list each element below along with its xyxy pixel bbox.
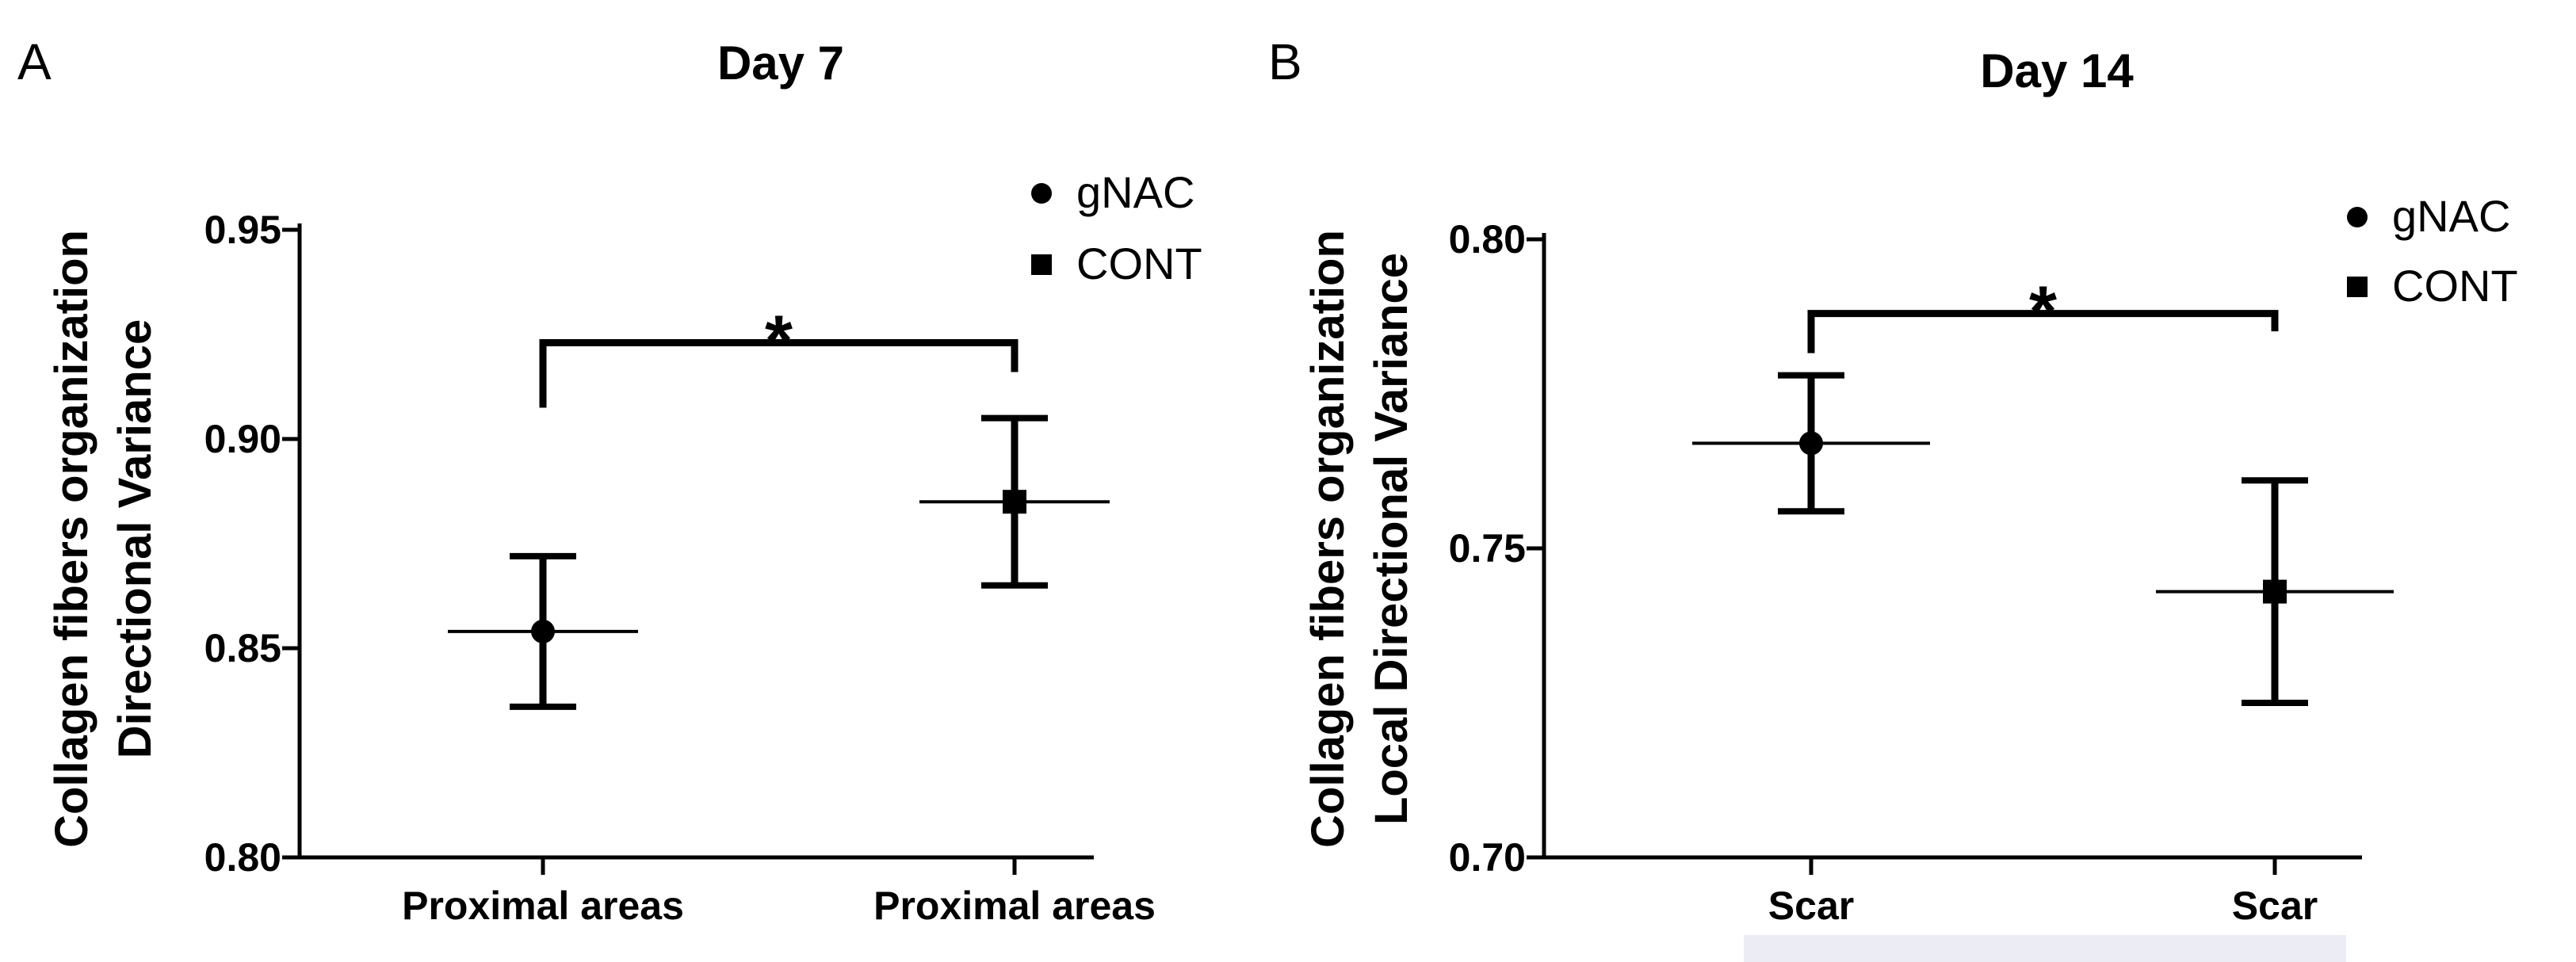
bottom-shade-bar: [1744, 935, 2346, 962]
panel-letter: A: [17, 33, 52, 90]
x-category-label: Scar: [1768, 884, 1854, 928]
y-tick-label: 0.70: [1449, 835, 1526, 880]
y-tick-label: 0.90: [204, 417, 281, 461]
data-point-circle: [1799, 431, 1823, 456]
legend-label: CONT: [1076, 239, 1202, 288]
data-point-square: [2263, 579, 2287, 604]
legend-marker-circle: [2347, 207, 2368, 227]
y-tick-label: 0.80: [204, 835, 281, 880]
y-tick-label: 0.95: [204, 208, 281, 252]
y-tick-label: 0.75: [1449, 526, 1526, 571]
legend-marker-circle: [1031, 183, 1052, 204]
data-point-square: [1003, 490, 1026, 514]
legend-marker-square: [1031, 254, 1052, 275]
panel-letter: B: [1268, 33, 1302, 90]
y-axis-label-line: Local Directional Variance: [1366, 253, 1417, 825]
x-category-label: Scar: [2232, 884, 2318, 928]
significance-asterisk: *: [2029, 273, 2057, 352]
x-category-label: Proximal areas: [402, 884, 684, 928]
legend-label: gNAC: [1076, 167, 1194, 217]
legend-label: gNAC: [2392, 191, 2510, 241]
y-axis-label-line: Directional Variance: [109, 319, 161, 758]
chart-title: Day 14: [1980, 44, 2134, 97]
y-axis-label-line: Collagen fibers organization: [46, 230, 97, 848]
y-axis-label-line: Collagen fibers organization: [1302, 230, 1354, 848]
y-tick-label: 0.85: [204, 626, 281, 670]
significance-asterisk: *: [765, 302, 793, 381]
chart-title: Day 7: [717, 36, 844, 90]
significance-bracket: [539, 339, 1019, 408]
data-point-circle: [531, 619, 555, 643]
x-category-label: Proximal areas: [873, 884, 1156, 928]
legend-label: CONT: [2392, 261, 2518, 311]
y-tick-label: 0.80: [1449, 217, 1526, 261]
legend-marker-square: [2347, 277, 2368, 297]
significance-bracket: [1807, 310, 2279, 353]
